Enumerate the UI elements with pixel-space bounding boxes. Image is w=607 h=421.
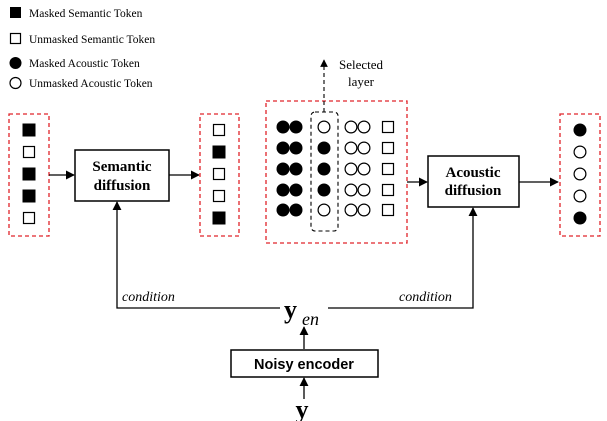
semantic-output-tokens	[212, 123, 226, 225]
unmasked-acoustic-token	[357, 203, 371, 217]
open-circle-icon	[9, 76, 22, 90]
selected-layer-label-line1: Selected	[339, 57, 384, 72]
semantic-diffusion-label-line2: diffusion	[94, 178, 151, 194]
condition-line-left	[112, 201, 280, 309]
noisy-encoder-box	[230, 349, 379, 378]
acoustic-token-grid	[276, 120, 395, 217]
semantic-input-tokens	[22, 123, 36, 225]
unmasked-semantic-token	[212, 123, 226, 137]
masked-acoustic-token	[289, 141, 303, 155]
y-en-subscript: en	[302, 309, 319, 329]
acoustic-diffusion-label-line2: diffusion	[445, 183, 502, 199]
acoustic-diffusion-box	[427, 155, 520, 208]
acoustic-token-grid-frame	[265, 100, 408, 244]
unmasked-acoustic-token	[317, 203, 331, 217]
masked-acoustic-token	[573, 211, 587, 225]
masked-acoustic-token	[289, 183, 303, 197]
masked-acoustic-token	[317, 162, 331, 176]
unmasked-semantic-token	[22, 145, 36, 159]
masked-acoustic-token	[317, 183, 331, 197]
legend-label: Masked Acoustic Token	[29, 58, 140, 70]
masked-acoustic-token	[289, 203, 303, 217]
unmasked-acoustic-token	[357, 162, 371, 176]
unmasked-acoustic-token	[344, 141, 358, 155]
unmasked-acoustic-token	[344, 183, 358, 197]
condition-label-right: condition	[399, 290, 452, 305]
legend-item-unmasked-semantic: Unmasked Semantic Token	[9, 32, 155, 46]
unmasked-acoustic-token	[573, 189, 587, 203]
selected-layer-label-line2: layer	[348, 74, 375, 89]
filled-circle-icon	[9, 57, 22, 69]
open-square-icon	[9, 32, 22, 45]
masked-semantic-token	[22, 123, 36, 137]
masked-acoustic-token	[276, 183, 290, 197]
legend-label: Unmasked Acoustic Token	[29, 78, 153, 90]
y-en-symbol: y en	[284, 295, 319, 329]
y-en-main: y	[284, 295, 297, 324]
unmasked-acoustic-token	[357, 120, 371, 134]
masked-acoustic-token	[289, 120, 303, 134]
masked-acoustic-token	[317, 141, 331, 155]
masked-semantic-token	[22, 189, 36, 203]
masked-acoustic-token	[276, 120, 290, 134]
unmasked-acoustic-token	[344, 203, 358, 217]
unmasked-semantic-token	[212, 189, 226, 203]
unmasked-semantic-token	[381, 183, 395, 197]
unmasked-semantic-token	[381, 162, 395, 176]
masked-acoustic-token	[276, 203, 290, 217]
masked-acoustic-token	[573, 123, 587, 137]
unmasked-semantic-token	[22, 211, 36, 225]
noisy-encoder-node: Noisy encoder	[230, 349, 379, 378]
condition-line-right	[328, 207, 478, 309]
semantic-diffusion-node: Semantic diffusion	[74, 149, 170, 202]
filled-square-icon	[10, 7, 21, 18]
unmasked-semantic-token	[381, 203, 395, 217]
legend-label: Masked Semantic Token	[29, 8, 143, 20]
unmasked-acoustic-token	[573, 167, 587, 181]
legend-item-masked-acoustic: Masked Acoustic Token	[9, 57, 140, 70]
unmasked-acoustic-token	[357, 141, 371, 155]
legend: Masked Semantic Token Unmasked Semantic …	[9, 7, 155, 90]
masked-acoustic-token	[289, 162, 303, 176]
legend-label: Unmasked Semantic Token	[29, 34, 155, 46]
masked-acoustic-token	[276, 141, 290, 155]
masked-semantic-token	[22, 167, 36, 181]
acoustic-output-tokens-frame	[559, 113, 601, 237]
unmasked-semantic-token	[381, 141, 395, 155]
unmasked-acoustic-token	[344, 162, 358, 176]
noisy-encoder-label: Noisy encoder	[254, 357, 354, 373]
unmasked-acoustic-token	[317, 120, 331, 134]
unmasked-acoustic-token	[344, 120, 358, 134]
legend-item-unmasked-acoustic: Unmasked Acoustic Token	[9, 76, 153, 90]
unmasked-semantic-token	[381, 120, 395, 134]
masked-semantic-token	[212, 145, 226, 159]
unmasked-acoustic-token	[357, 183, 371, 197]
masked-acoustic-token	[276, 162, 290, 176]
unmasked-semantic-token	[212, 167, 226, 181]
semantic-output-tokens-frame	[199, 113, 240, 237]
masked-semantic-token	[212, 211, 226, 225]
acoustic-diffusion-node: Acoustic diffusion	[427, 155, 520, 208]
acoustic-diffusion-label-line1: Acoustic	[446, 165, 501, 181]
semantic-diffusion-label-line1: Semantic	[92, 159, 152, 175]
acoustic-output-tokens	[573, 123, 587, 225]
condition-label-left: condition	[122, 290, 175, 305]
y-input-symbol: y	[296, 395, 309, 421]
legend-item-masked-semantic: Masked Semantic Token	[10, 7, 143, 20]
unmasked-acoustic-token	[573, 145, 587, 159]
